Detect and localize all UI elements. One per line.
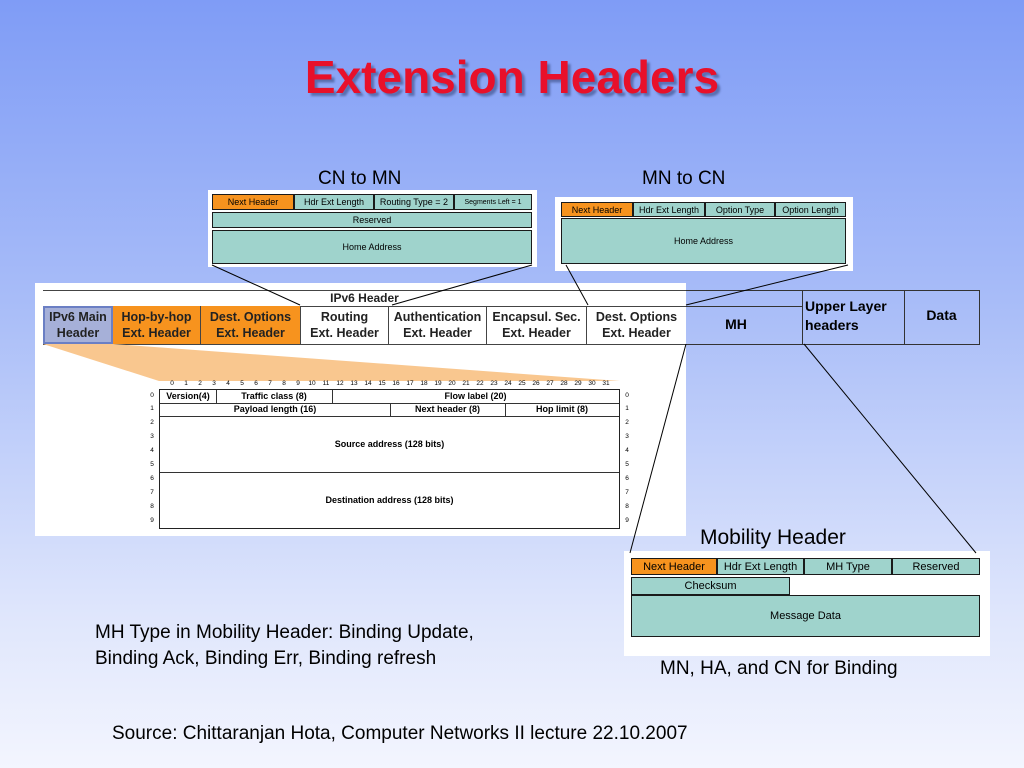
mobility-message-data-field: Message Data [631, 595, 980, 637]
mn-next-header-field: Next Header [561, 202, 633, 217]
flow-label-field: Flow label (20) [444, 391, 507, 401]
cn-routing-type-field: Routing Type = 2 [374, 194, 454, 210]
source-citation: Source: Chittaranjan Hota, Computer Netw… [112, 723, 688, 744]
mn-hdr-ext-length-field: Hdr Ext Length [633, 202, 705, 217]
destination-address-field: Destination address (128 bits) [325, 495, 454, 505]
cn-reserved-field: Reserved [212, 212, 532, 228]
mn-to-cn-panel: Next Header Hdr Ext Length Option Type O… [555, 197, 853, 271]
mn-home-address-field: Home Address [561, 218, 846, 264]
ipv6-format-table: Version(4) Traffic class (8) Flow label … [159, 389, 620, 529]
mobility-hdr-ext-length-field: Hdr Ext Length [717, 558, 804, 575]
mn-to-cn-label: MN to CN [642, 168, 726, 189]
binding-caption: MN, HA, and CN for Binding [660, 658, 898, 679]
mobility-mh-type-field: MH Type [804, 558, 892, 575]
row-numbers-right: 0 1 2 3 4 5 6 7 8 9 [625, 392, 629, 524]
cn-next-header-field: Next Header [212, 194, 294, 210]
next-header-field: Next header (8) [414, 404, 481, 414]
mn-option-length-field: Option Length [775, 202, 846, 217]
mn-option-type-field: Option Type [705, 202, 775, 217]
cn-to-mn-panel: Next Header Hdr Ext Length Routing Type … [208, 190, 537, 267]
main-header-expansion-fan [43, 344, 620, 381]
cn-to-mn-label: CN to MN [318, 168, 402, 189]
mh-type-note: MH Type in Mobility Header: Binding Upda… [95, 622, 474, 669]
slide-title: Extension Headers [304, 51, 720, 103]
payload-length-field: Payload length (16) [233, 404, 317, 414]
bit-number-row: 0 1 2 3 4 5 6 7 8 9 10 11 12 13 14 15 16… [170, 380, 610, 387]
mobility-checksum-field: Checksum [631, 577, 790, 595]
cn-segments-left-field: Segments Left = 1 [454, 194, 532, 210]
mobility-next-header-field: Next Header [631, 558, 717, 575]
mh-cell: MH [725, 316, 747, 332]
data-cell: Data [926, 307, 957, 323]
chain-cell-encapsul-sec: Encapsul. Sec.Ext. Header [487, 306, 587, 344]
mobility-header-panel: Next Header Hdr Ext Length MH Type Reser… [624, 551, 990, 656]
cn-home-address-field: Home Address [212, 230, 532, 264]
traffic-class-field: Traffic class (8) [241, 391, 307, 401]
ipv6-header-title: IPv6 Header [43, 290, 686, 307]
hop-limit-field: Hop limit (8) [536, 404, 588, 414]
mh-right-connector [803, 343, 977, 554]
version-field: Version(4) [166, 391, 210, 401]
cn-hdr-ext-length-field: Hdr Ext Length [294, 194, 374, 210]
row-numbers-left: 0 1 2 3 4 5 6 7 8 9 [150, 392, 154, 524]
mobility-header-label: Mobility Header [700, 526, 846, 549]
mobility-reserved-field: Reserved [892, 558, 980, 575]
source-address-field: Source address (128 bits) [334, 439, 445, 449]
